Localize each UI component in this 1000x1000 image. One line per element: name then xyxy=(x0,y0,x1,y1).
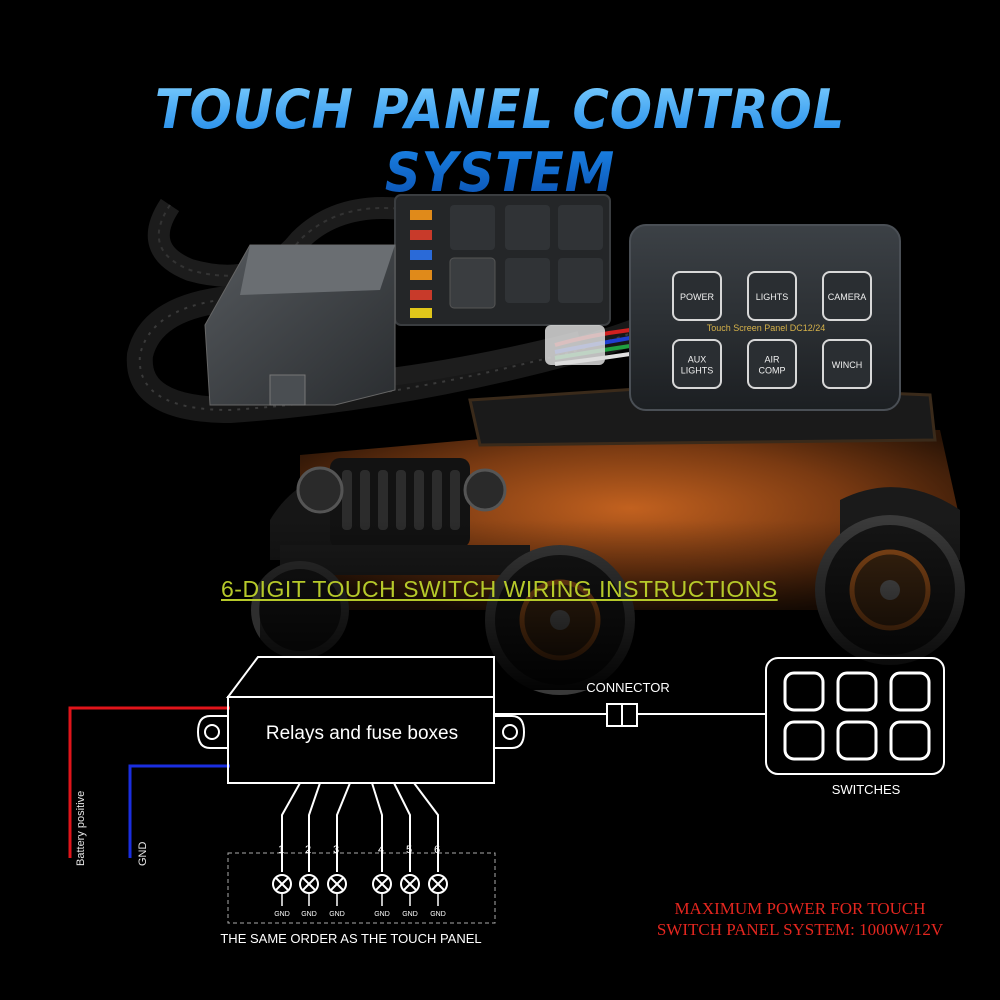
panel-button-6: WINCH xyxy=(822,339,872,389)
output-gnd-label: GND xyxy=(301,911,317,918)
fuse-orange-2 xyxy=(410,270,432,280)
output-number: 4 xyxy=(378,844,384,856)
jeep-grille xyxy=(330,458,470,548)
panel-button-label: LIGHTS xyxy=(681,366,714,376)
order-note: THE SAME ORDER AS THE TOUCH PANEL xyxy=(220,931,481,946)
panel-button-2: LIGHTS xyxy=(747,271,797,321)
fuse-yellow xyxy=(410,308,432,318)
output-gnd-label: GND xyxy=(402,911,418,918)
panel-button-3: CAMERA xyxy=(822,271,872,321)
max-power-line-2: SWITCH PANEL SYSTEM: 1000W/12V xyxy=(656,920,944,939)
output-number: 6 xyxy=(434,844,440,856)
jeep-headlight-right xyxy=(463,468,507,512)
wiring-diagram: Battery positive GND Relays and fuse box… xyxy=(68,656,945,946)
switch-4 xyxy=(783,720,825,761)
fuse-orange xyxy=(410,210,432,220)
panel-button-1: POWER xyxy=(672,271,722,321)
output-number: 1 xyxy=(278,844,284,856)
panel-button-label: LIGHTS xyxy=(756,292,789,302)
panel-button-label: CAMERA xyxy=(828,292,867,302)
switch-3 xyxy=(889,671,931,712)
battery-wire xyxy=(68,706,230,858)
jeep-headlight-left xyxy=(296,466,344,514)
relay-box-label: Relays and fuse boxes xyxy=(266,723,458,744)
output-gnd-label: GND xyxy=(274,911,290,918)
max-power-note: MAXIMUM POWER FOR TOUCH SWITCH PANEL SYS… xyxy=(640,898,960,940)
output-number: 5 xyxy=(406,844,412,856)
output-number: 2 xyxy=(305,844,311,856)
panel-button-label: AUX xyxy=(688,355,707,365)
battery-label: Battery positive xyxy=(75,791,87,866)
max-power-line-1: MAXIMUM POWER FOR TOUCH xyxy=(674,899,926,918)
panel-button-label: COMP xyxy=(759,366,786,376)
output-number: 3 xyxy=(333,844,339,856)
panel-button-label: WINCH xyxy=(832,360,863,370)
switch-6 xyxy=(889,720,931,761)
wiring-subtitle: 6-DIGIT TOUCH SWITCH WIRING INSTRUCTIONS xyxy=(221,576,778,602)
output-gnd-label: GND xyxy=(430,911,446,918)
switches-label: SWITCHES xyxy=(832,782,901,797)
connector-icon xyxy=(606,703,638,727)
relay-box-diagram: Relays and fuse boxes xyxy=(196,656,526,784)
fuse-red-2 xyxy=(410,290,432,300)
gnd-label: GND xyxy=(137,842,149,867)
fuse-blue xyxy=(410,250,432,260)
output-group-outline xyxy=(227,852,496,924)
output-gnd-label: GND xyxy=(374,911,390,918)
panel-button-label: POWER xyxy=(680,292,715,302)
switches-diagram xyxy=(765,657,945,775)
switch-5 xyxy=(836,720,878,761)
panel-button-label: AIR xyxy=(764,355,780,365)
output-gnd-label: GND xyxy=(329,911,345,918)
relay-box-cover xyxy=(204,244,396,406)
connector-label: CONNECTOR xyxy=(586,680,670,695)
panel-caption: Touch Screen Panel DC12/24 xyxy=(707,323,826,333)
switch-2 xyxy=(836,671,878,712)
gnd-wire xyxy=(128,764,230,858)
page-title: TOUCH PANEL CONTROL SYSTEM xyxy=(40,78,960,204)
switch-1 xyxy=(783,671,825,712)
fuse-red xyxy=(410,230,432,240)
fuse-relay-block xyxy=(394,194,611,326)
jeep-illustration xyxy=(251,383,980,695)
connector-wires xyxy=(545,325,631,366)
